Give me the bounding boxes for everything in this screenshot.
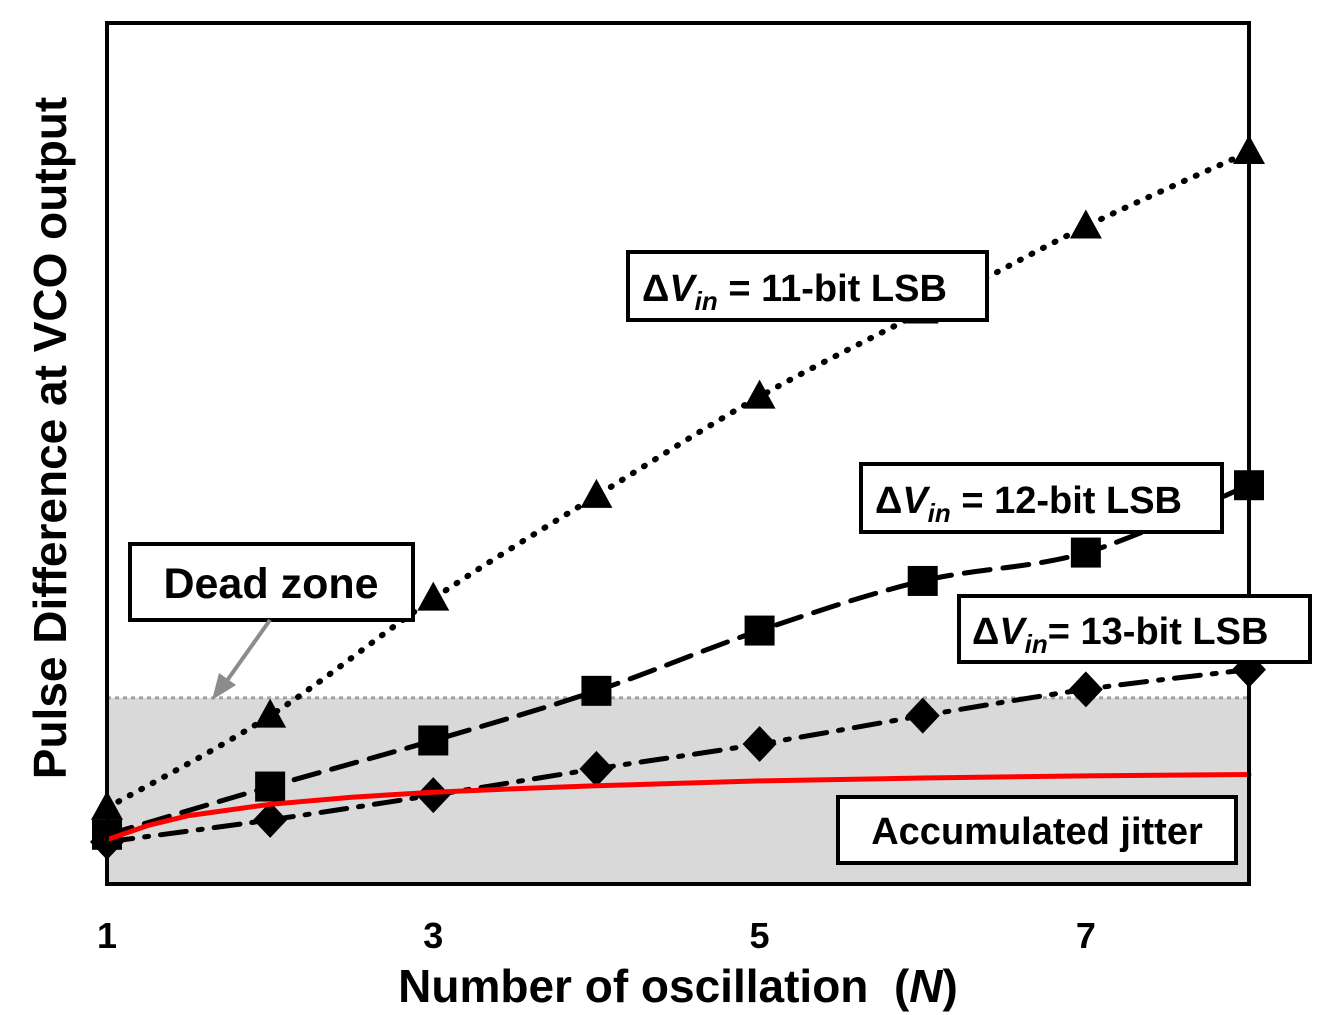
dead-zone-label: Dead zone <box>163 560 378 608</box>
data-point-series-1-7 <box>1069 209 1102 239</box>
dead-zone-arrow-shaft <box>224 618 272 684</box>
x-tick-label: 3 <box>423 915 443 956</box>
jitter-label-box <box>836 795 1238 865</box>
data-point-series-3-4 <box>579 750 614 787</box>
series-line-4 <box>104 772 1252 843</box>
label-12-bit-box <box>859 462 1224 534</box>
label-11-bit-box <box>626 250 989 322</box>
x-axis-title: Number of oscillation (N) <box>398 960 958 1012</box>
x-tick-label: 1 <box>97 915 117 956</box>
dead-zone-label-box <box>128 542 415 622</box>
data-point-series-1-4 <box>580 478 613 508</box>
data-point-series-3-3 <box>416 777 451 814</box>
data-point-series-2-6 <box>907 565 938 596</box>
y-axis-title: Pulse Difference at VCO output <box>24 97 76 779</box>
data-point-series-3-5 <box>742 726 777 763</box>
label-13-bit-box <box>957 594 1312 664</box>
series-line-1 <box>104 149 1252 811</box>
data-point-series-1-2 <box>254 698 287 728</box>
data-point-series-3-2 <box>253 801 288 838</box>
data-point-series-2-4 <box>581 675 612 706</box>
label-11-bit-text: ΔVin = 11-bit LSB <box>642 268 947 316</box>
data-point-series-2-2 <box>255 771 286 802</box>
plot-frame <box>105 21 1251 886</box>
x-tick-layer: 1 3 5 7 <box>97 915 1096 956</box>
jitter-annotation: Accumulated jitter <box>836 795 1238 865</box>
label-13-bit: ΔVin= 13-bit LSB <box>957 594 1312 664</box>
x-tick-label: 5 <box>750 915 770 956</box>
data-point-series-3-7 <box>1068 671 1103 708</box>
label-11-bit: ΔVin = 11-bit LSB <box>626 250 989 322</box>
data-point-series-2-3 <box>418 725 449 756</box>
series-line-2 <box>104 482 1252 838</box>
label-12-bit-text: ΔVin = 12-bit LSB <box>875 480 1182 528</box>
dead-zone-arrow-head <box>212 673 236 700</box>
label-13-bit-text: ΔVin= 13-bit LSB <box>972 611 1268 659</box>
dead-zone-annotation: Dead zone <box>128 542 415 700</box>
jitter-label: Accumulated jitter <box>871 811 1203 853</box>
series-line-3 <box>104 667 1252 845</box>
data-point-series-3-6 <box>905 697 940 734</box>
label-12-bit: ΔVin = 12-bit LSB <box>859 462 1224 534</box>
data-point-series-2-7 <box>1070 537 1101 568</box>
data-point-series-1-5 <box>743 379 776 409</box>
data-point-series-1-3 <box>417 581 450 611</box>
x-tick-label: 7 <box>1076 915 1096 956</box>
data-point-series-2-5 <box>744 615 775 646</box>
